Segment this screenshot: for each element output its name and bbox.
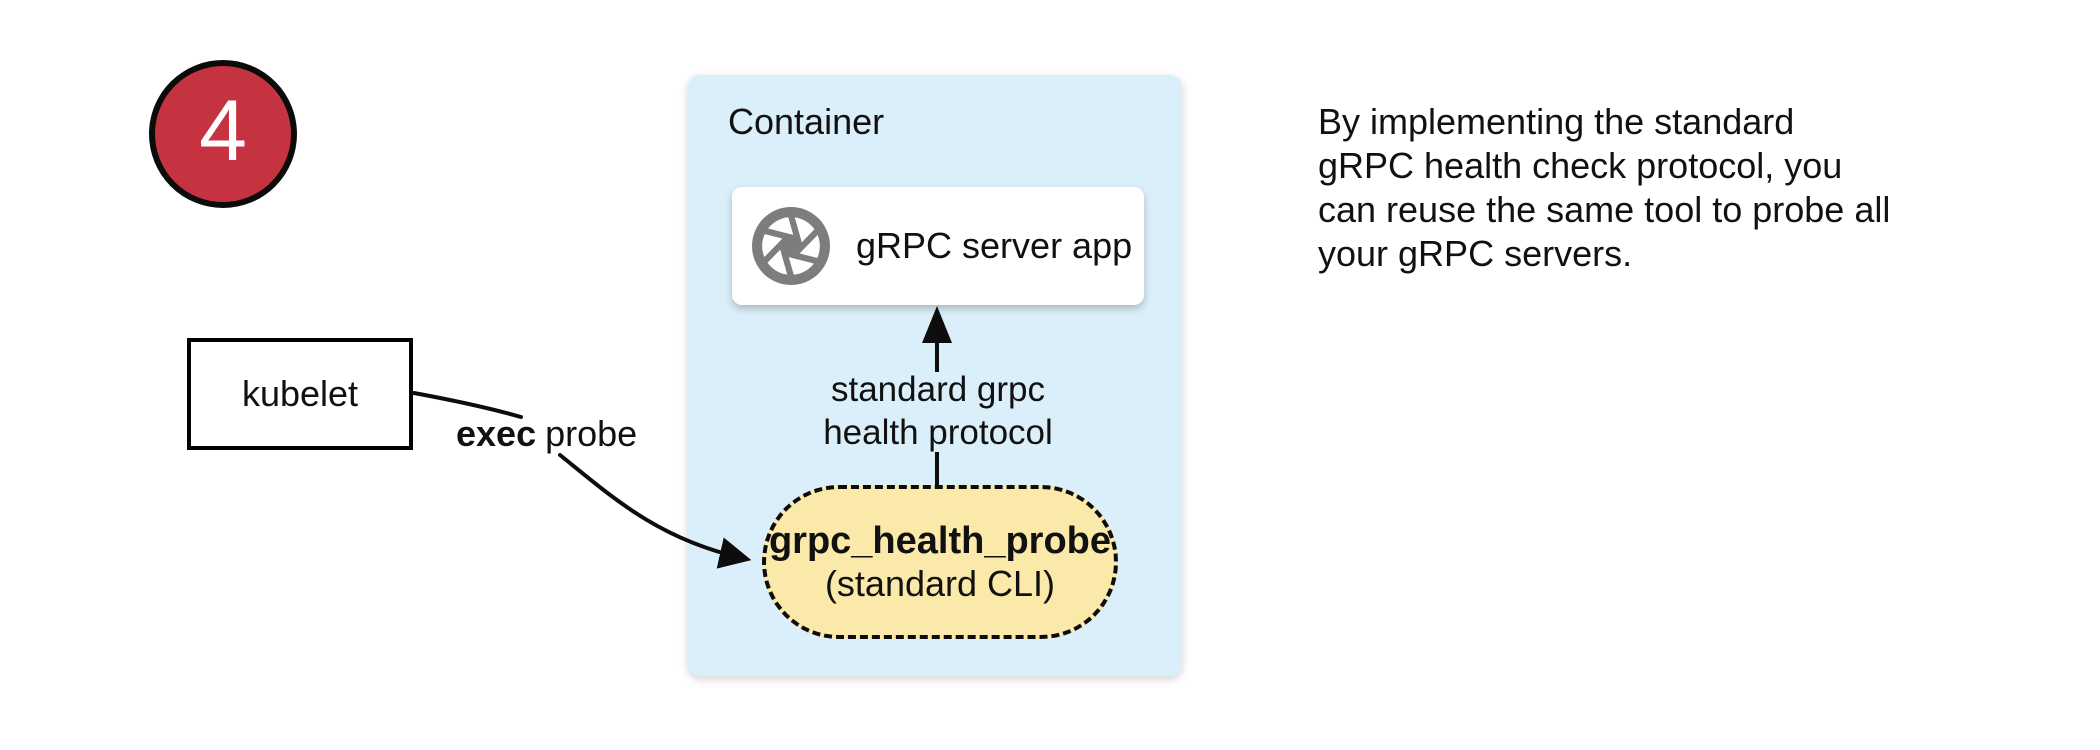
exec-probe-label-bold: exec bbox=[456, 413, 537, 454]
exec-probe-label-rest: probe bbox=[545, 413, 638, 454]
container-box: Container gRPC server app standard grpc … bbox=[688, 75, 1182, 676]
aperture-icon bbox=[752, 207, 830, 285]
protocol-label-line2: health protocol bbox=[823, 413, 1053, 452]
probe-pill-subtitle: (standard CLI) bbox=[824, 563, 1056, 604]
note-text: By implementing the standard gRPC health… bbox=[1318, 100, 1938, 276]
note-line-4: your gRPC servers. bbox=[1318, 233, 1633, 274]
container-title: Container bbox=[728, 101, 885, 142]
note-line-1: By implementing the standard bbox=[1318, 101, 1795, 142]
step-badge: 4 bbox=[149, 60, 297, 208]
kubelet-box: kubelet bbox=[187, 338, 413, 450]
grpc-health-probe-pill: grpc_health_probe (standard CLI) bbox=[762, 485, 1118, 639]
kubelet-label: kubelet bbox=[241, 373, 359, 414]
grpc-server-label: gRPC server app bbox=[856, 225, 1133, 266]
note-line-3: can reuse the same tool to probe all bbox=[1318, 189, 1891, 230]
step-number: 4 bbox=[199, 83, 247, 179]
protocol-arrow-label: standard grpc health protocol bbox=[755, 368, 1121, 454]
protocol-label-line1: standard grpc bbox=[830, 370, 1046, 409]
probe-pill-name: grpc_health_probe bbox=[768, 520, 1112, 562]
grpc-server-box: gRPC server app bbox=[732, 187, 1144, 305]
note-line-2: gRPC health check protocol, you bbox=[1318, 145, 1843, 186]
